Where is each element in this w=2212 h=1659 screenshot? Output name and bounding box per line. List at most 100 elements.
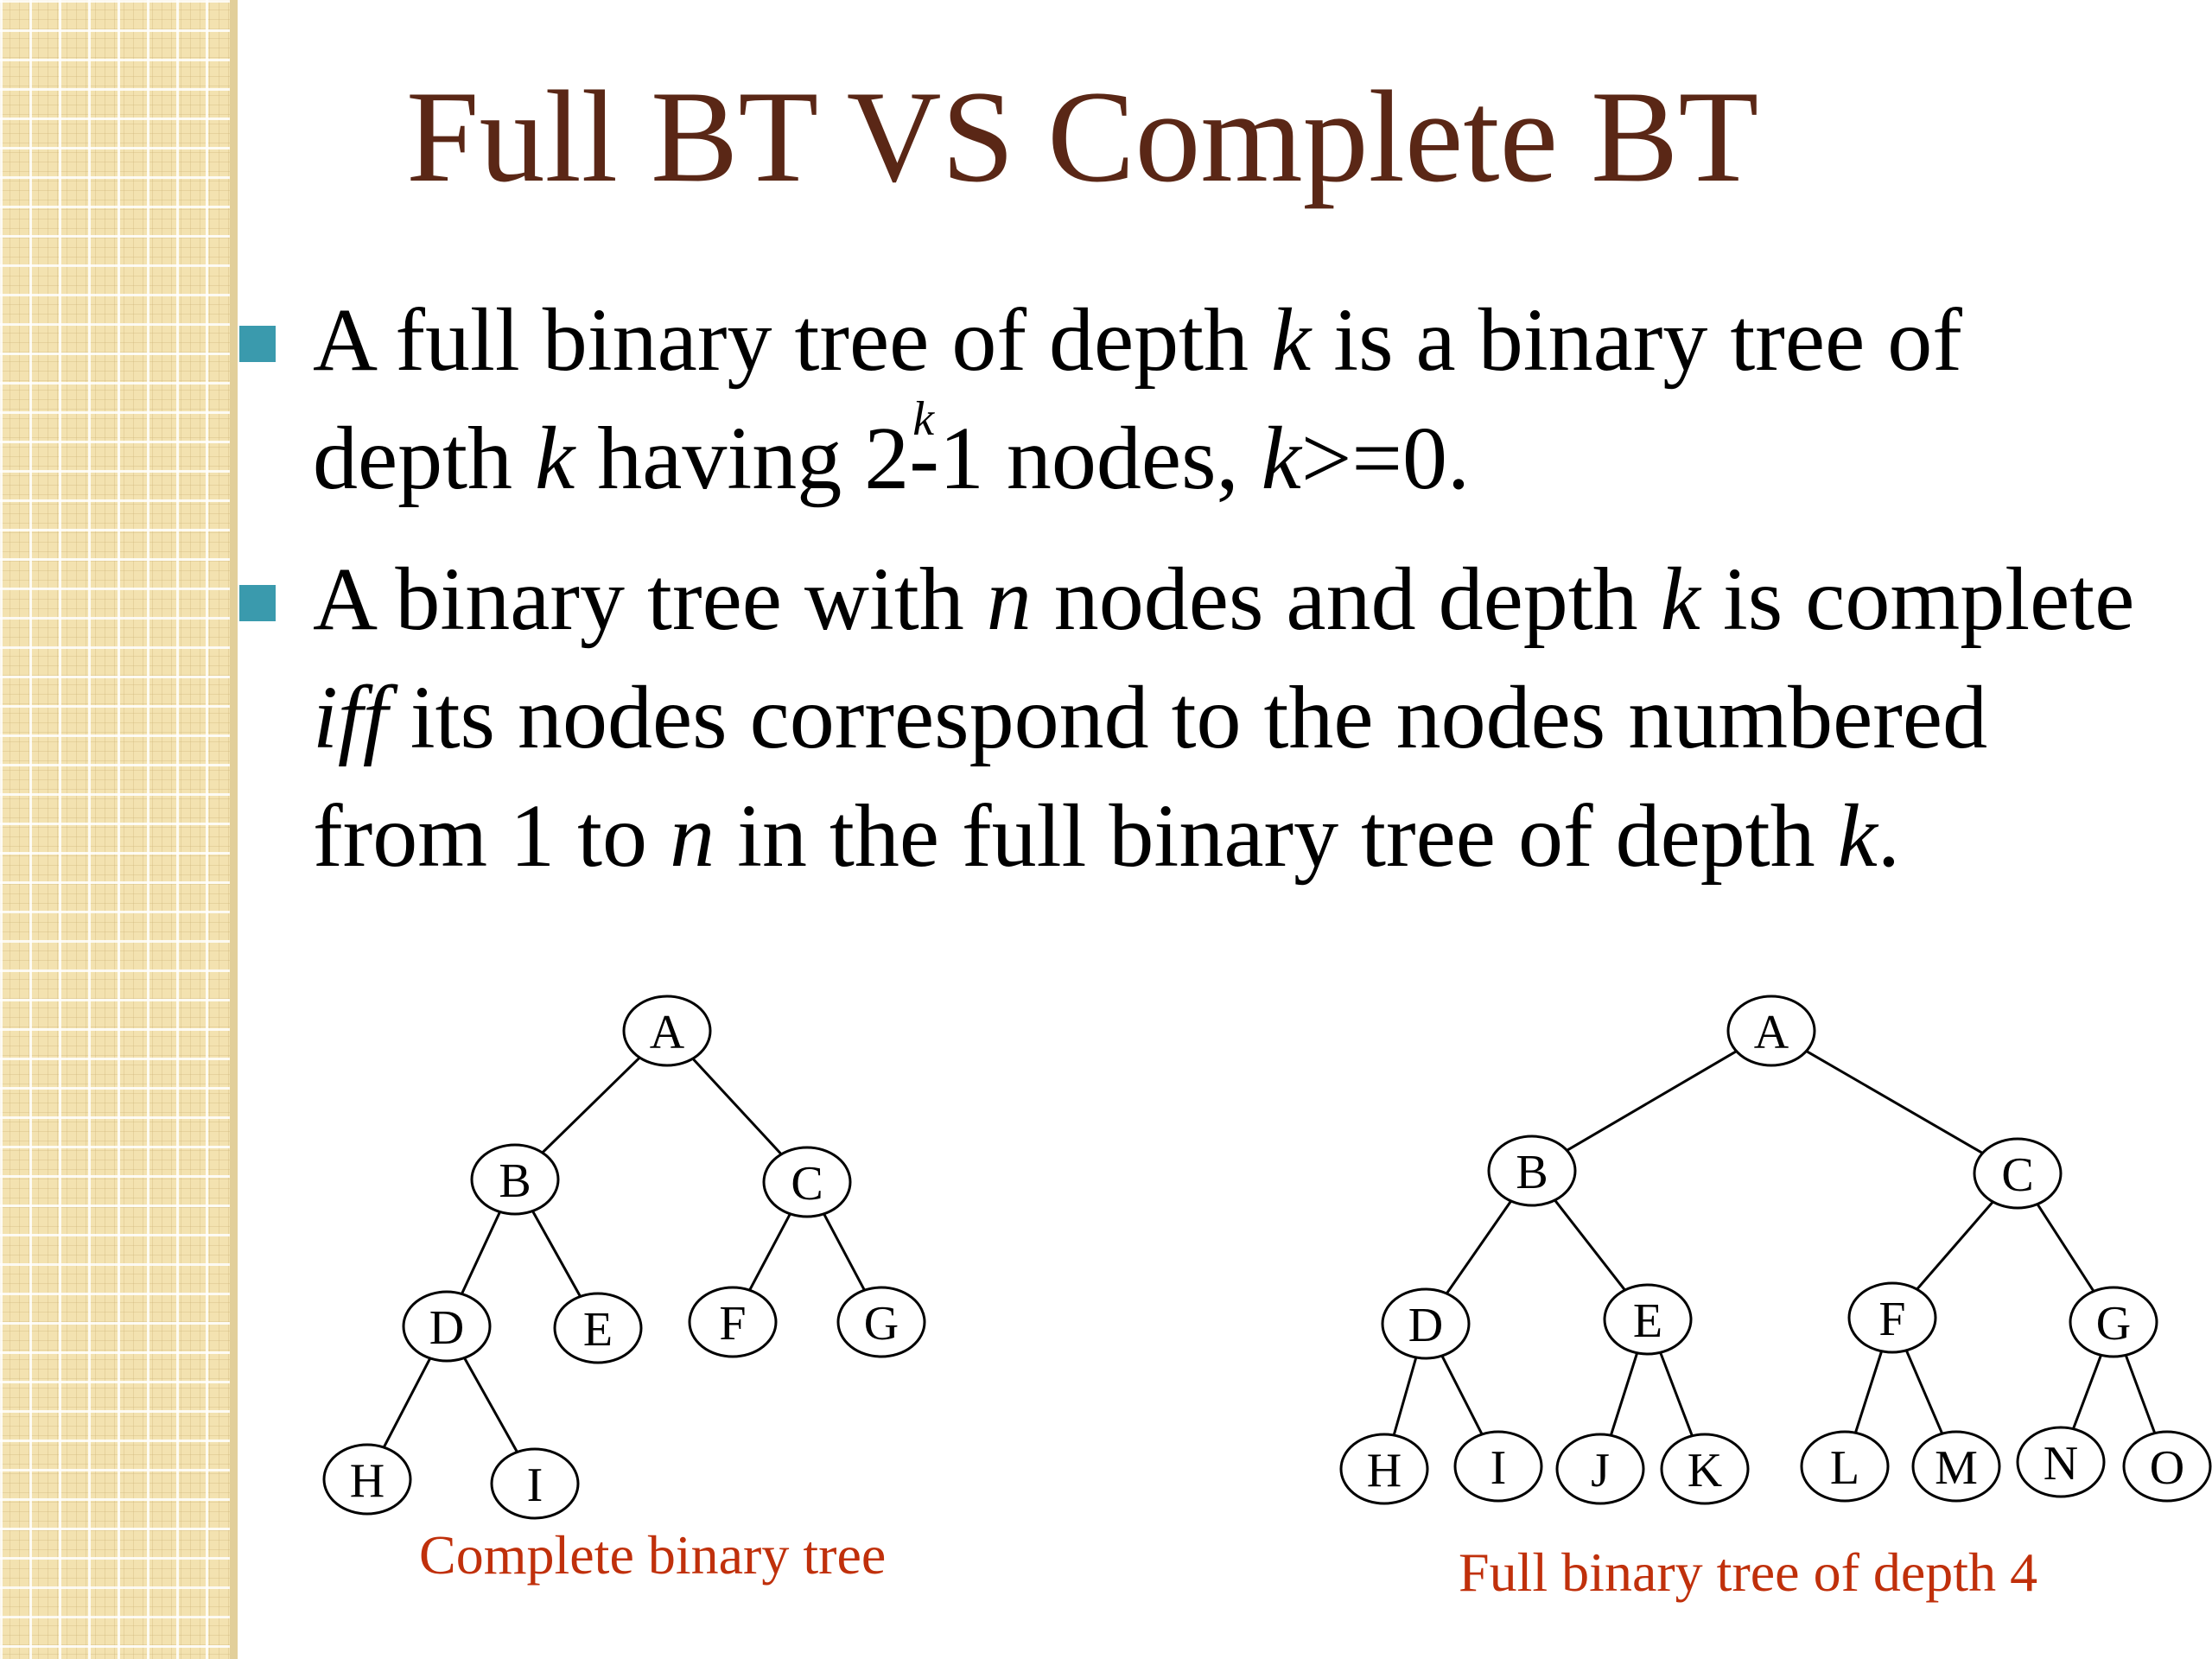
tree-node-D: D: [1381, 1287, 1471, 1360]
tree-edge-A-B: [541, 1056, 641, 1154]
tree-edge-C-G: [823, 1213, 866, 1291]
tree-node-B: B: [470, 1143, 560, 1216]
node-ellipse: [2122, 1430, 2212, 1503]
node-ellipse: [688, 1286, 778, 1358]
node-ellipse: [2069, 1286, 2158, 1358]
tree-node-G: G: [836, 1286, 926, 1358]
node-label: F: [1878, 1293, 1905, 1346]
tree-node-H: H: [322, 1443, 412, 1516]
text-run-italic: k: [1660, 550, 1700, 649]
tree-edge-A-B: [1566, 1050, 1738, 1152]
text-run: >=0.: [1300, 409, 1471, 508]
bullet-complete-bt-definition: A binary tree with n nodes and depth k i…: [239, 540, 2171, 895]
tree-edge-B-D: [1446, 1200, 1512, 1294]
node-label: E: [1633, 1294, 1662, 1348]
tree-node-F: F: [688, 1286, 778, 1358]
tree-edge-G-N: [2072, 1354, 2102, 1430]
text-run-italic: iff: [313, 668, 388, 767]
text-run: -1 nodes,: [909, 409, 1262, 508]
tree-node-I: I: [490, 1447, 580, 1520]
text-run: having 2: [575, 409, 910, 508]
square-bullet-icon: [239, 585, 276, 621]
text-run: .: [1877, 786, 1900, 886]
node-label: F: [719, 1297, 746, 1351]
node-label: B: [499, 1154, 531, 1208]
tree-node-E: E: [553, 1292, 643, 1364]
node-ellipse: [1339, 1433, 1429, 1505]
text-run-italic: k: [1261, 409, 1301, 508]
node-label: G: [2096, 1297, 2131, 1351]
text-run-italic: k: [535, 409, 575, 508]
node-label: N: [2044, 1437, 2078, 1491]
node-ellipse: [1603, 1283, 1693, 1356]
node-label: K: [1688, 1444, 1722, 1497]
text-run: nodes and depth: [1031, 550, 1661, 649]
node-ellipse: [1800, 1430, 1890, 1503]
node-ellipse: [1555, 1433, 1645, 1505]
tree-node-A: A: [622, 995, 712, 1067]
tree-edge-C-F: [1916, 1200, 1994, 1291]
node-label: A: [1754, 1006, 1789, 1059]
node-label: M: [1935, 1441, 1978, 1495]
node-ellipse: [836, 1286, 926, 1358]
bullet-text: A binary tree with n nodes and depth k i…: [313, 550, 2134, 886]
node-label: I: [1491, 1441, 1507, 1495]
tree-node-F: F: [1847, 1281, 1937, 1354]
text-run-italic: k: [1837, 786, 1878, 886]
node-label: D: [1408, 1299, 1443, 1352]
node-label: O: [2150, 1441, 2184, 1495]
tree-node-O: O: [2122, 1430, 2212, 1503]
slide-title: Full BT VS Complete BT: [406, 64, 1759, 209]
node-label: C: [2001, 1148, 2033, 1202]
tree-edge-D-H: [1392, 1357, 1418, 1436]
node-ellipse: [1381, 1287, 1471, 1360]
text-run-italic: k: [1271, 290, 1312, 390]
caption-full-binary-tree: Full binary tree of depth 4: [1459, 1541, 2038, 1603]
tree-edge-A-C: [691, 1058, 783, 1155]
tree-edge-E-K: [1659, 1351, 1694, 1437]
node-ellipse: [1726, 995, 1816, 1067]
node-label: H: [1367, 1444, 1402, 1497]
node-ellipse: [322, 1443, 412, 1516]
text-run: A binary tree with: [313, 550, 987, 649]
node-ellipse: [2016, 1426, 2106, 1498]
node-label: G: [864, 1297, 899, 1351]
node-ellipse: [1973, 1137, 2063, 1210]
tree-node-H: H: [1339, 1433, 1429, 1505]
tree-edge-B-E: [531, 1210, 582, 1298]
tree-edge-B-D: [461, 1211, 501, 1295]
decorative-side-band: [0, 0, 238, 1659]
node-ellipse: [470, 1143, 560, 1216]
text-run-italic: n: [986, 550, 1032, 649]
node-ellipse: [1487, 1135, 1577, 1207]
tree-node-N: N: [2016, 1426, 2106, 1498]
tree-edge-E-J: [1609, 1352, 1639, 1436]
node-ellipse: [1911, 1430, 2001, 1503]
node-label: E: [583, 1303, 613, 1357]
tree-edge-C-G: [2036, 1203, 2095, 1293]
node-label: H: [350, 1454, 385, 1508]
text-run: is a binary tree of depth: [313, 290, 1962, 508]
node-label: L: [1830, 1441, 1859, 1495]
caption-complete-binary-tree: Complete binary tree: [419, 1524, 887, 1586]
tree-edge-D-H: [382, 1357, 432, 1448]
text-run: in the full binary tree of depth: [715, 786, 1838, 886]
tree-node-D: D: [402, 1290, 492, 1363]
text-run: A full binary tree of depth: [313, 290, 1272, 390]
node-ellipse: [1453, 1430, 1543, 1503]
node-ellipse: [762, 1146, 852, 1218]
node-label: J: [1591, 1444, 1610, 1497]
tree-edge-A-C: [1805, 1050, 1984, 1154]
tree-edge-D-I: [1440, 1355, 1484, 1435]
bullet-full-bt-definition: A full binary tree of depth k is a binar…: [239, 281, 2171, 518]
tree-node-E: E: [1603, 1283, 1693, 1356]
tree-node-J: J: [1555, 1433, 1645, 1505]
node-ellipse: [1847, 1281, 1937, 1354]
tree-node-A: A: [1726, 995, 1816, 1067]
tree-edge-D-I: [463, 1357, 518, 1453]
tree-edge-F-L: [1853, 1351, 1884, 1433]
tree-edge-C-F: [748, 1213, 791, 1291]
tree-edge-B-E: [1554, 1199, 1626, 1291]
tree-node-G: G: [2069, 1286, 2158, 1358]
